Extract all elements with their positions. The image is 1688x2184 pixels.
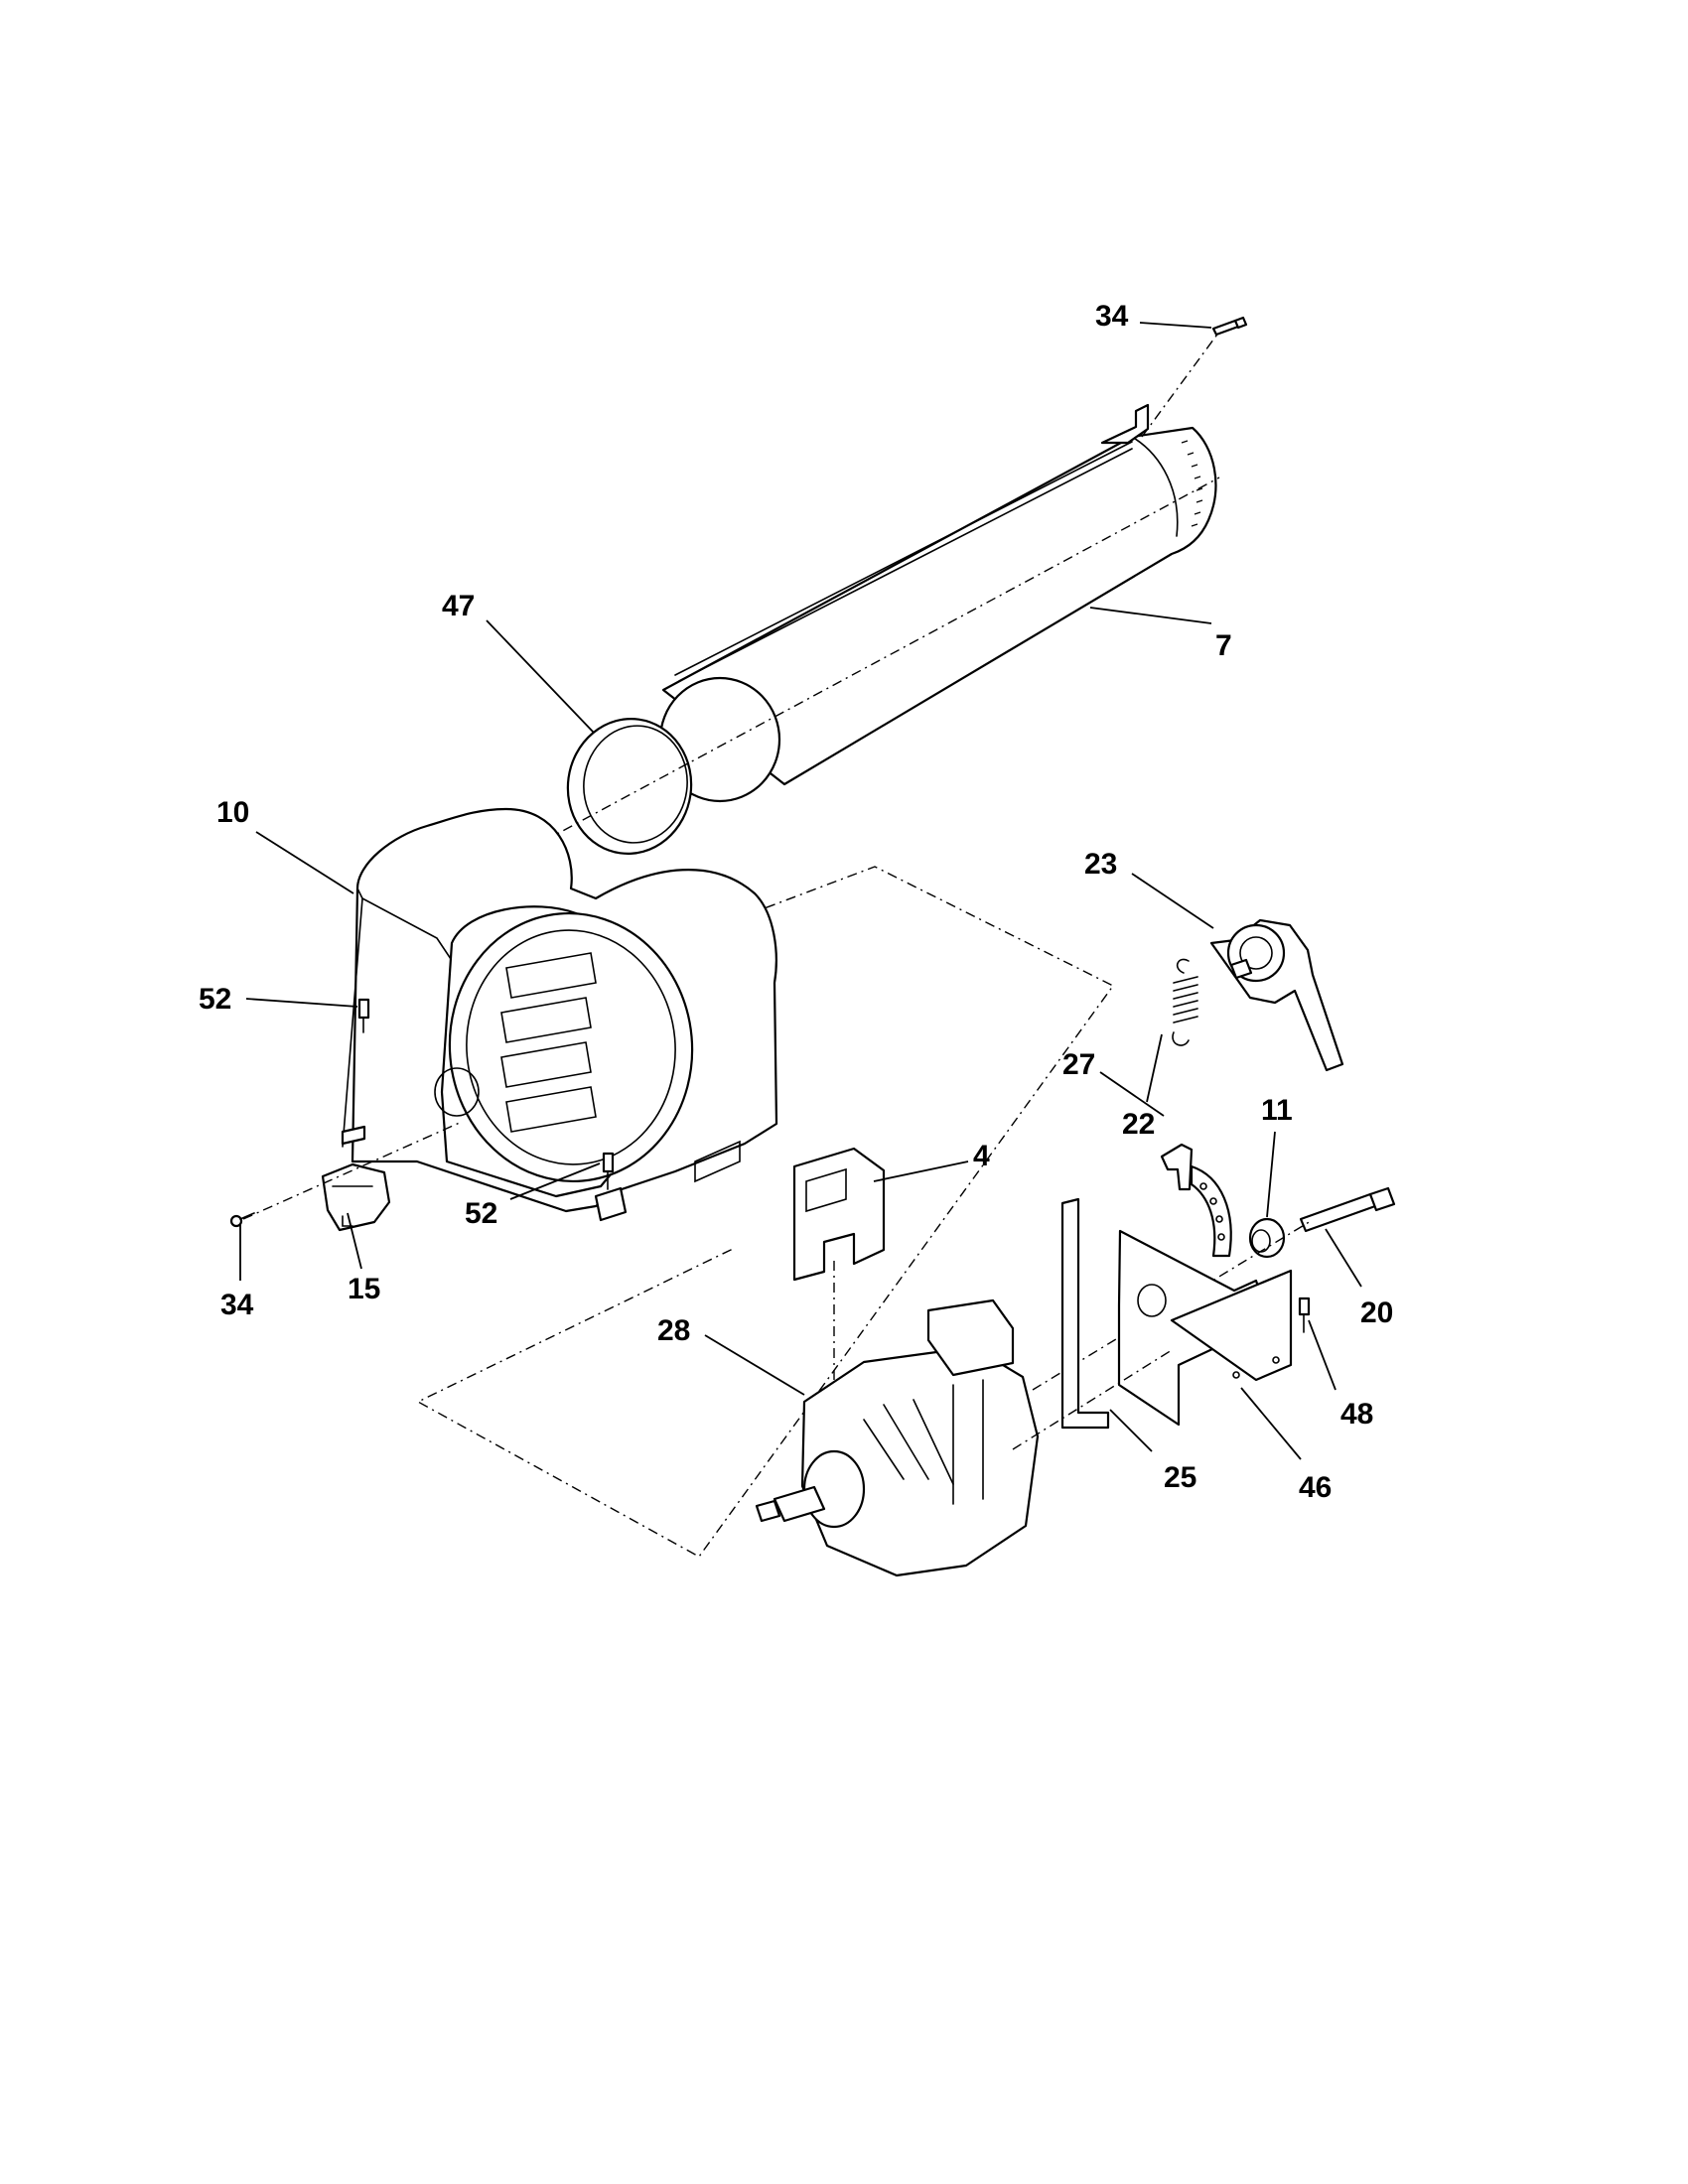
callout-34-top: 34 (1095, 300, 1129, 333)
part-52-screw-upper (357, 998, 370, 1033)
part-47-ring-seal (566, 718, 693, 855)
callout-4: 4 (973, 1140, 990, 1172)
callout-27: 27 (1062, 1048, 1095, 1081)
callout-23: 23 (1084, 848, 1117, 881)
callout-46: 46 (1299, 1471, 1332, 1504)
callout-47: 47 (442, 590, 475, 622)
axis-line-motor (1012, 1349, 1173, 1450)
callout-22: 22 (1122, 1108, 1155, 1141)
part-28-motor (755, 1298, 1040, 1577)
part-52-screw-lower (602, 1152, 615, 1190)
callout-11: 11 (1261, 1094, 1293, 1127)
part-23-idler-arm (1209, 918, 1344, 1072)
assembly-boundary-dashed (416, 866, 1115, 1558)
callout-25: 25 (1164, 1461, 1196, 1494)
callout-34-bottom: 34 (220, 1289, 254, 1321)
axis-line-duct (543, 477, 1220, 842)
callout-52-upper: 52 (199, 983, 231, 1016)
part-27-clip (1160, 1143, 1232, 1258)
part-4-seal (792, 1147, 886, 1282)
part-11-pulley (1248, 1217, 1286, 1259)
part-15-thermostat (321, 1162, 391, 1232)
callout-15: 15 (348, 1273, 380, 1305)
callout-52-lower: 52 (465, 1197, 497, 1230)
part-34-screw-top (1211, 316, 1248, 337)
part-20-bolt (1299, 1186, 1396, 1233)
part-48-screw (1298, 1297, 1311, 1333)
axis-line-thermostat (242, 1121, 463, 1220)
callout-28: 28 (657, 1314, 690, 1347)
part-25-strip (1060, 1197, 1110, 1430)
callout-labels: 34 7 47 10 23 22 52 52 27 11 4 20 34 15 … (199, 300, 1393, 1504)
part-22-spring (1172, 958, 1198, 1046)
part-10-blower-housing (341, 807, 778, 1222)
callout-48: 48 (1340, 1398, 1373, 1431)
leader-lines (239, 322, 1362, 1460)
part-34-screw-bottom (229, 1212, 255, 1228)
axis-line-screw-34 (1141, 331, 1220, 438)
callout-10: 10 (216, 796, 249, 829)
callout-7: 7 (1215, 629, 1232, 662)
callout-20: 20 (1360, 1297, 1393, 1329)
part-46-bracket (1117, 1229, 1293, 1427)
part-7-duct (658, 403, 1217, 803)
